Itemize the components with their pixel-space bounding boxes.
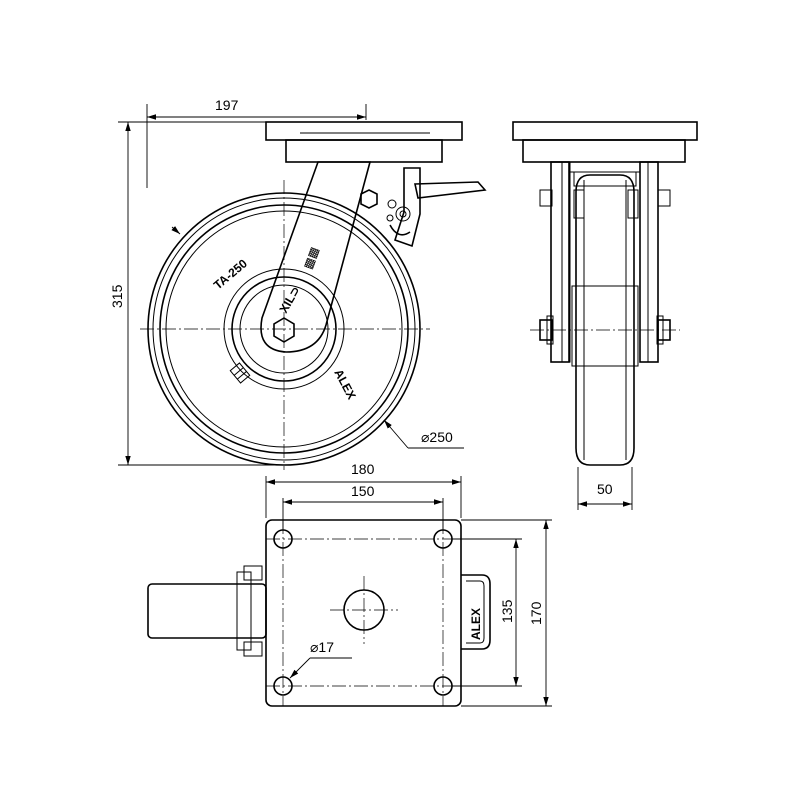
side-wheel (140, 180, 430, 470)
side-view: TA-250 ALEX XIL⊃ ▩▩ 197 315 ⌀250 (109, 97, 487, 470)
top-brand-mark: ALEX (469, 608, 483, 640)
dim-offset: 197 (215, 97, 239, 113)
top-mounting-plate (265, 519, 462, 707)
front-wheel (571, 174, 639, 466)
side-brake (386, 167, 487, 248)
dim-plate-length: 170 (528, 601, 544, 625)
dim-height: 315 (109, 284, 125, 308)
front-swivel-housing (522, 139, 686, 163)
dim-hole-diameter: ⌀17 (310, 639, 334, 655)
top-view: ALEX 180 150 135 170 ⌀17 (147, 461, 552, 707)
grease-nipple (229, 362, 251, 384)
dim-wheel-diameter: ⌀250 (421, 429, 453, 445)
dim-hole-spacing-y: 135 (499, 599, 515, 623)
dim-hole-spacing-x: 150 (351, 483, 375, 499)
side-fork-arm (260, 161, 378, 353)
axle-nut (273, 317, 295, 343)
dim-wheel-width: 50 (597, 481, 613, 497)
top-wheel-outline (147, 583, 267, 639)
front-fork-left (550, 161, 570, 363)
dim-plate-width: 180 (351, 461, 375, 477)
front-top-plate (512, 121, 698, 141)
side-top-plate (265, 121, 463, 141)
top-brake-pedal: ALEX (461, 574, 491, 650)
wheel-brand-mark: ALEX (331, 367, 358, 402)
svg-text:XIL⊃: XIL⊃ (276, 284, 302, 316)
kingpin-nut (360, 189, 378, 209)
front-view: 50 (512, 121, 698, 510)
front-fork-right (639, 161, 659, 363)
svg-text:▩▩: ▩▩ (301, 245, 322, 271)
side-swivel-housing (285, 139, 443, 163)
wheel-model-mark: TA-250 (211, 256, 250, 292)
